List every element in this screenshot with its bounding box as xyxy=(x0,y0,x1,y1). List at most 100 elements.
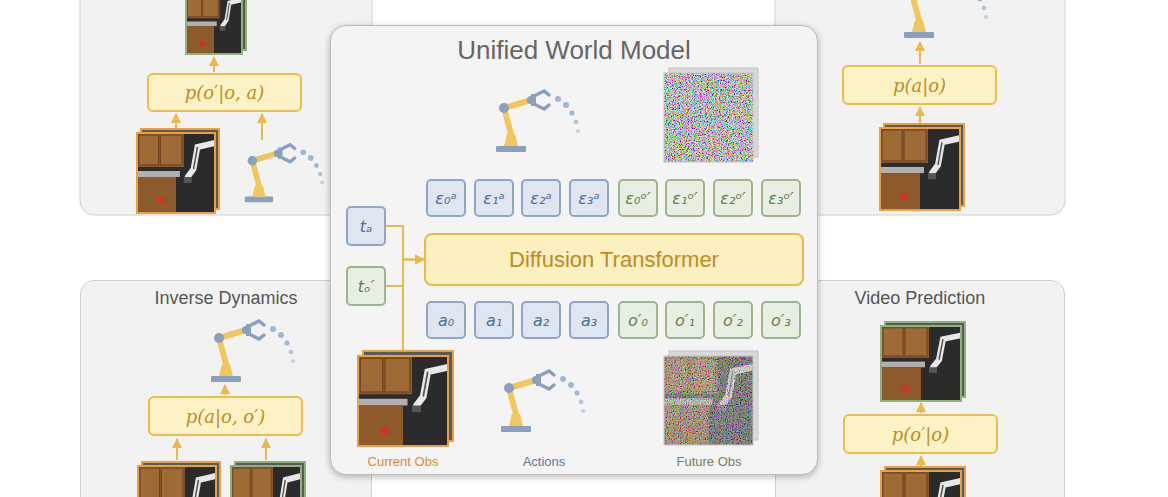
drawing-part xyxy=(80,0,372,215)
robot-icon xyxy=(211,321,295,382)
formula-box: p(a|o, o′) xyxy=(148,396,303,436)
box-label: o′₂ xyxy=(723,311,743,330)
connector xyxy=(386,260,424,287)
drawing-part xyxy=(358,356,448,446)
drawing-part xyxy=(231,466,301,497)
flow-arrow xyxy=(919,42,921,64)
box-label: o′₁ xyxy=(675,311,695,330)
box-label: ε₂ᵒ′ xyxy=(720,189,745,208)
noise-token: o′₀ xyxy=(618,301,658,339)
flow-arrow xyxy=(175,114,177,128)
noise-frame xyxy=(664,68,758,162)
image-caption: Current Obs xyxy=(368,454,439,469)
drawing-part xyxy=(138,466,216,497)
drawing-part xyxy=(231,466,301,497)
flow-arrow xyxy=(176,439,178,460)
image-caption: Actions xyxy=(523,454,566,469)
box-label: tₐ xyxy=(360,217,373,236)
box-label: p(a|o) xyxy=(893,75,946,96)
box-label: ε₁ᵃ xyxy=(483,189,504,208)
box-label: ε₂ᵃ xyxy=(530,189,551,208)
drawing-part xyxy=(186,0,242,54)
drawing-part xyxy=(664,73,753,162)
video-illustration xyxy=(776,281,1066,497)
noise-token: ε₀ᵃ xyxy=(426,179,466,217)
noise-token: o′₂ xyxy=(713,301,753,339)
flow-arrow xyxy=(920,403,922,413)
flow-arrow xyxy=(265,439,267,460)
noise-token: o′₃ xyxy=(761,301,801,339)
current-frame xyxy=(880,124,964,210)
noise-token: a₃ xyxy=(569,301,609,339)
drawing-part xyxy=(664,73,753,162)
policy-panel xyxy=(775,0,1065,215)
noise-token: o′₁ xyxy=(665,301,705,339)
box-label: p(o′|o, a) xyxy=(185,82,265,103)
noise-token: ε₃ᵒ′ xyxy=(761,179,801,217)
noise-token: a₁ xyxy=(474,301,514,339)
panel-title: Inverse Dynamics xyxy=(81,288,371,309)
future-frame xyxy=(231,462,305,497)
box-label: p(a|o, o′) xyxy=(186,406,266,427)
box-label: p(o′|o) xyxy=(892,424,949,445)
drawing-part xyxy=(186,0,242,54)
robot-icon xyxy=(245,145,324,203)
noise-token: ε₁ᵒ′ xyxy=(665,179,705,217)
drawing-part xyxy=(664,356,753,445)
noise-token: a₀ xyxy=(426,301,466,339)
transformer-box: Diffusion Transformer xyxy=(424,233,804,286)
model-panel: Unified World Model ε₀ᵃ ε₁ᵃ ε₂ᵃ ε₃ᵃ ε₀ᵒ′ ε₁ᵒ′ ε… xyxy=(330,25,818,475)
robot-icon xyxy=(501,371,585,432)
drawing-part xyxy=(137,133,215,213)
noise-token: ε₂ᵒ′ xyxy=(713,179,753,217)
drawing-part xyxy=(138,466,216,497)
task-panel: Inverse Dynamics p(a|o, o′) xyxy=(80,280,372,497)
box-label: Diffusion Transformer xyxy=(509,247,719,273)
flow-arrow xyxy=(213,57,215,72)
future-frame xyxy=(881,322,965,401)
box-label: a₃ xyxy=(581,311,597,330)
robot-icon xyxy=(904,0,988,38)
panel-title: Unified World Model xyxy=(331,35,817,66)
connector xyxy=(386,226,424,260)
condition-line xyxy=(402,286,404,351)
current-frame xyxy=(137,129,219,213)
flow-arrow xyxy=(261,114,263,140)
noise-token: ε₀ᵒ′ xyxy=(618,179,658,217)
current-frame xyxy=(138,462,220,497)
drawing-part xyxy=(880,128,960,210)
forward-dynamics-panel xyxy=(80,0,372,215)
noise-token: ε₃ᵃ xyxy=(569,179,609,217)
task-panel: Video Predictionp(o′|o) xyxy=(775,280,1065,497)
noise-token: ε₂ᵃ xyxy=(521,179,561,217)
drawing-part xyxy=(664,356,753,445)
timestep-box: tₒ′ xyxy=(346,266,386,306)
future-frame xyxy=(186,0,246,54)
image-caption: Future Obs xyxy=(676,454,741,469)
box-label: a₁ xyxy=(486,311,502,330)
noise-token: a₂ xyxy=(521,301,561,339)
box-label: ε₃ᵃ xyxy=(578,189,599,208)
noise-token: ε₁ᵃ xyxy=(474,179,514,217)
drawing-part xyxy=(880,128,960,210)
current-frame xyxy=(358,351,453,446)
box-label: tₒ′ xyxy=(358,277,375,296)
noisy-future-frame xyxy=(664,351,758,445)
box-label: o′₃ xyxy=(771,311,791,330)
formula-box: p(o′|o, a) xyxy=(147,73,302,112)
drawing-part xyxy=(137,133,215,213)
drawing-part xyxy=(664,356,753,445)
box-label: ε₁ᵒ′ xyxy=(672,189,697,208)
formula-box: p(o′|o) xyxy=(843,414,998,454)
robot-icon xyxy=(496,91,580,152)
flow-arrow xyxy=(920,456,922,466)
box-label: ε₀ᵃ xyxy=(435,189,456,208)
flow-arrow xyxy=(224,385,226,395)
formula-box: p(a|o) xyxy=(842,65,997,105)
box-label: o′₀ xyxy=(628,311,648,330)
drawing-part xyxy=(881,471,961,497)
timestep-box: tₐ xyxy=(346,206,386,246)
drawing-part xyxy=(358,356,448,446)
box-label: a₀ xyxy=(438,311,454,330)
